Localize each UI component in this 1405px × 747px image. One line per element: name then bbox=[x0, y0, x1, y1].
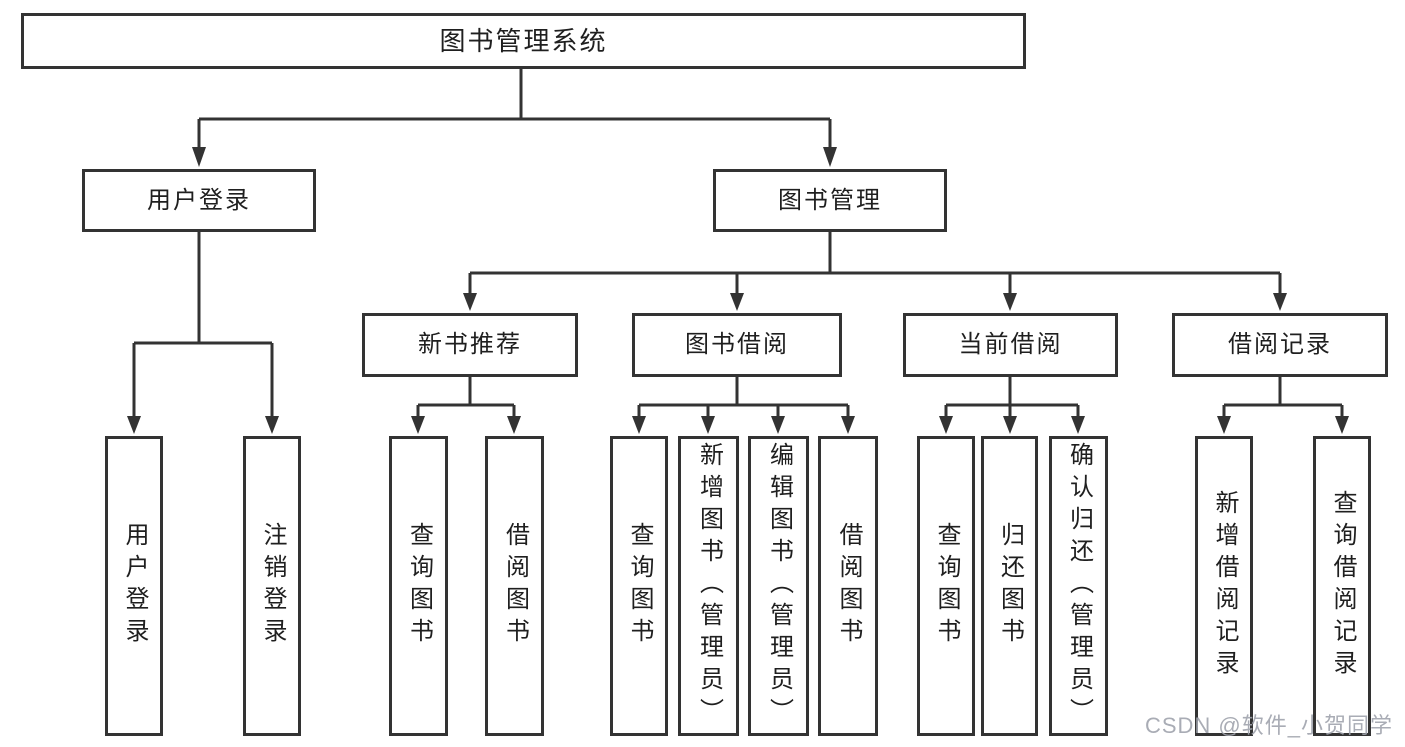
leaf-logout: 注销登录 bbox=[243, 436, 301, 736]
leaf-query-borrow-record: 查询借阅记录 bbox=[1313, 436, 1371, 736]
node-book-borrow: 图书借阅 bbox=[632, 313, 842, 377]
leaf-add-book-admin: 新增图书（管理员） bbox=[678, 436, 739, 736]
wire-user-login-to-leaves bbox=[132, 232, 274, 417]
leaf-confirm-return-admin: 确认归还（管理员） bbox=[1049, 436, 1108, 736]
csdn-watermark: CSDN @软件_小贺同学 bbox=[1144, 713, 1393, 738]
leaf-query-books-borrow: 查询图书 bbox=[610, 436, 668, 736]
node-book-management: 图书管理 bbox=[713, 169, 947, 232]
arrowheads bbox=[127, 147, 1349, 434]
leaf-user-login: 用户登录 bbox=[105, 436, 163, 736]
wire-new-book-recommend-to-leaves bbox=[416, 377, 516, 417]
wire-book-management-to-level3 bbox=[468, 232, 1282, 294]
node-user-login: 用户登录 bbox=[82, 169, 316, 232]
node-borrow-records: 借阅记录 bbox=[1172, 313, 1388, 377]
leaf-return-book: 归还图书 bbox=[981, 436, 1038, 736]
leaf-query-books-current: 查询图书 bbox=[917, 436, 975, 736]
leaf-add-borrow-record: 新增借阅记录 bbox=[1195, 436, 1253, 736]
leaf-borrow-books-recommend: 借阅图书 bbox=[485, 436, 544, 736]
leaf-borrow-books: 借阅图书 bbox=[818, 436, 878, 736]
leaf-edit-book-admin: 编辑图书（管理员） bbox=[748, 436, 809, 736]
leaf-query-books-recommend: 查询图书 bbox=[389, 436, 448, 736]
wire-book-borrow-to-leaves bbox=[637, 377, 850, 417]
wire-root-to-level2 bbox=[197, 69, 832, 150]
wire-current-borrow-to-leaves bbox=[944, 377, 1080, 417]
node-new-book-recommend: 新书推荐 bbox=[362, 313, 578, 377]
wire-borrow-records-to-leaves bbox=[1222, 377, 1344, 417]
node-library-system: 图书管理系统 bbox=[21, 13, 1026, 69]
node-current-borrow: 当前借阅 bbox=[903, 313, 1118, 377]
